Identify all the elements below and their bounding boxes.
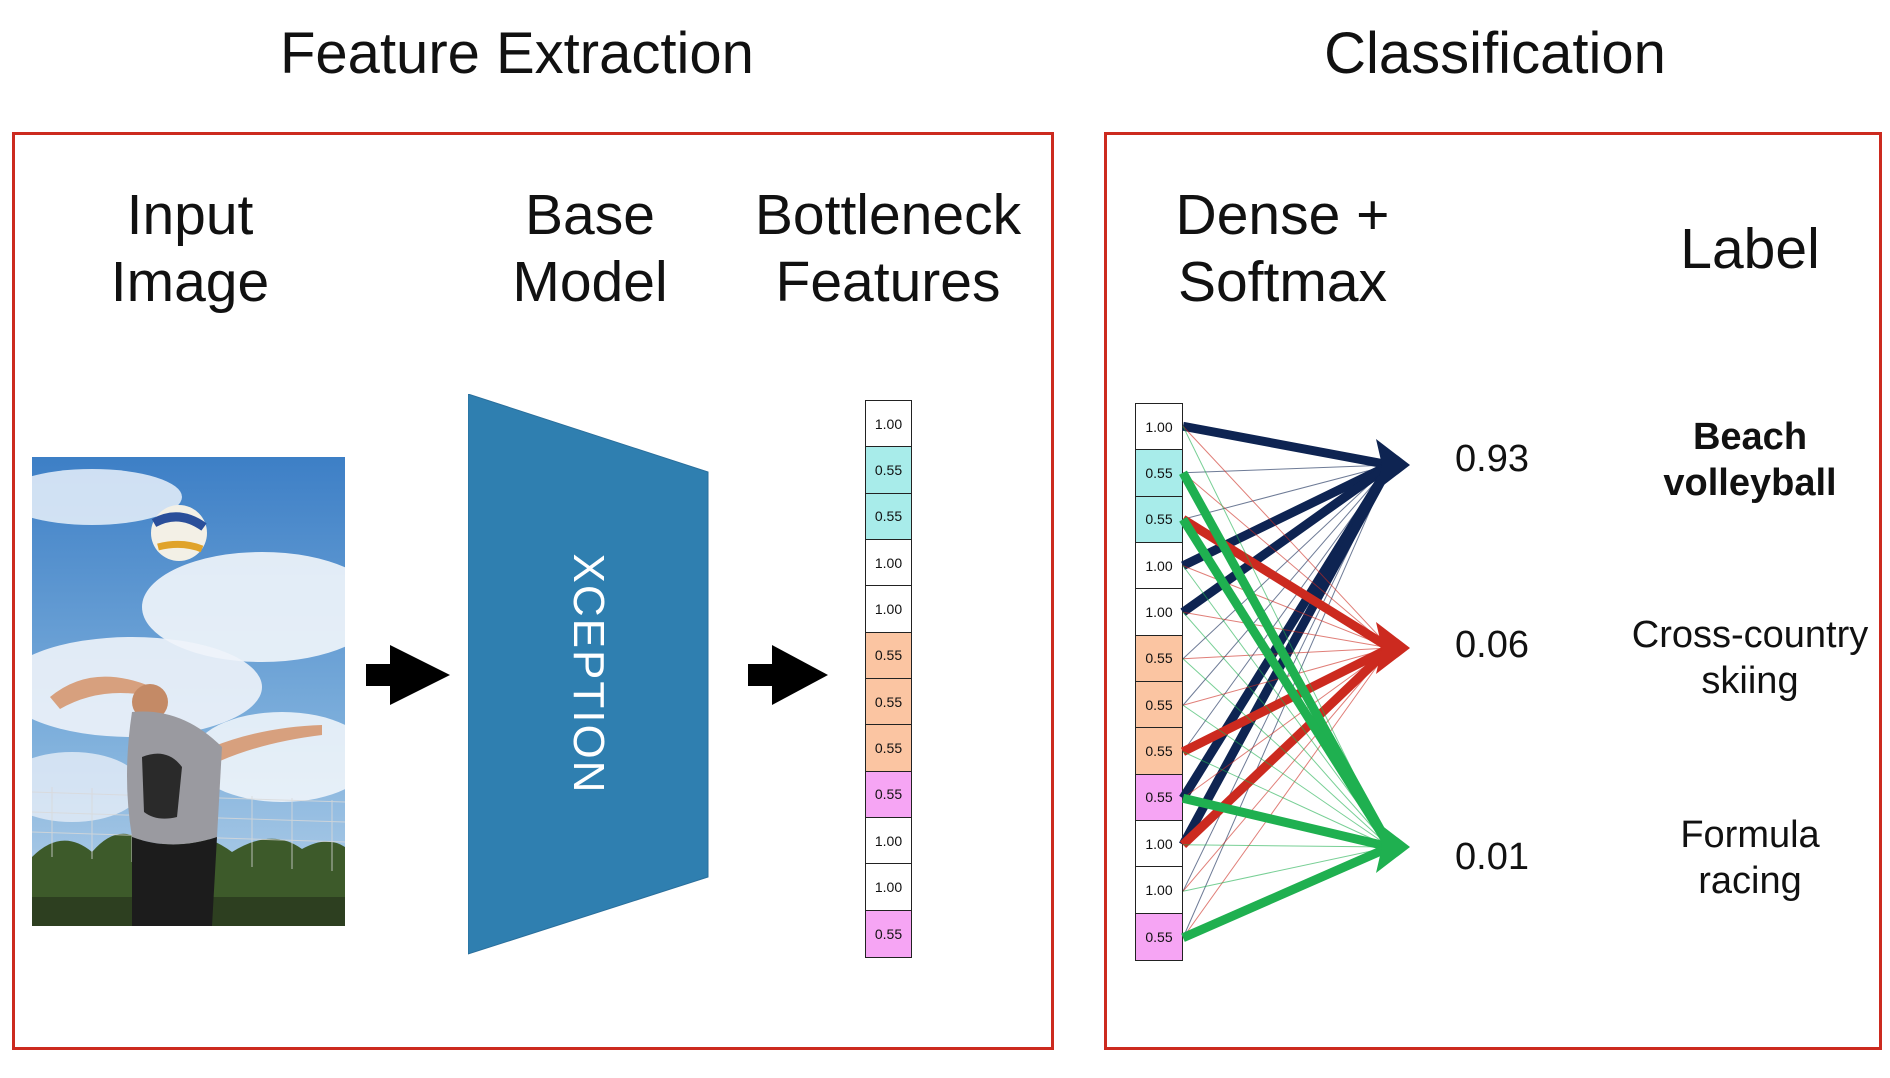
right-arrow-icon — [748, 645, 828, 705]
feature-cell: 1.00 — [1136, 867, 1182, 914]
feature-extraction-title: Feature Extraction — [280, 21, 754, 86]
feature-cell: 1.00 — [866, 401, 911, 448]
feature-cell: 0.55 — [1136, 681, 1182, 729]
base-model-header: Base Model — [512, 183, 668, 314]
feature-cell: 0.55 — [866, 771, 911, 818]
feature-cell: 0.55 — [866, 493, 911, 540]
label-beach-volleyball: Beach volleyball — [1663, 416, 1837, 504]
input-photo — [32, 457, 345, 926]
feature-cell: 1.00 — [866, 864, 911, 911]
feature-cell: 1.00 — [866, 586, 911, 633]
feature-cell: 1.00 — [866, 817, 911, 865]
feature-cell: 0.55 — [1136, 774, 1182, 821]
base-model-block: XCEPTION — [467, 393, 712, 958]
feature-extraction-panel — [12, 132, 1054, 1050]
feature-cell: 1.00 — [866, 539, 911, 587]
feature-cell: 0.55 — [866, 632, 911, 679]
feature-cell: 0.55 — [866, 678, 911, 726]
label-header: Label — [1680, 217, 1820, 281]
feature-cell: 0.55 — [1136, 496, 1182, 543]
right-arrow-icon — [366, 645, 450, 705]
probability-formula-racing: 0.01 — [1455, 836, 1529, 878]
feature-cell: 0.55 — [1136, 728, 1182, 775]
dense-softmax-header: Dense + Softmax — [1175, 183, 1390, 314]
input-image-header: Input Image — [110, 183, 270, 314]
feature-cell: 1.00 — [1136, 404, 1182, 451]
feature-cell: 1.00 — [1136, 589, 1182, 636]
probability-beach-volleyball: 0.93 — [1455, 438, 1529, 480]
probability-cross-country-skiing: 0.06 — [1455, 624, 1529, 666]
feature-cell: 1.00 — [1136, 542, 1182, 590]
feature-cell: 0.55 — [1136, 635, 1182, 682]
classification-panel — [1104, 132, 1882, 1050]
bottleneck-features-header: Bottleneck Features — [754, 183, 1022, 314]
label-formula-racing: Formula racing — [1680, 814, 1820, 902]
model-name-label: XCEPTION — [564, 553, 613, 795]
feature-cell: 0.55 — [866, 447, 911, 494]
feature-cell: 0.55 — [1136, 913, 1182, 960]
classification-title: Classification — [1324, 21, 1666, 86]
feature-cell: 0.55 — [1136, 450, 1182, 497]
feature-cell: 1.00 — [1136, 820, 1182, 868]
beach-volleyball-image — [32, 457, 345, 926]
feature-cell: 0.55 — [866, 725, 911, 772]
feature-cell: 0.55 — [866, 910, 911, 957]
label-cross-country-skiing: Cross-country skiing — [1631, 614, 1869, 702]
